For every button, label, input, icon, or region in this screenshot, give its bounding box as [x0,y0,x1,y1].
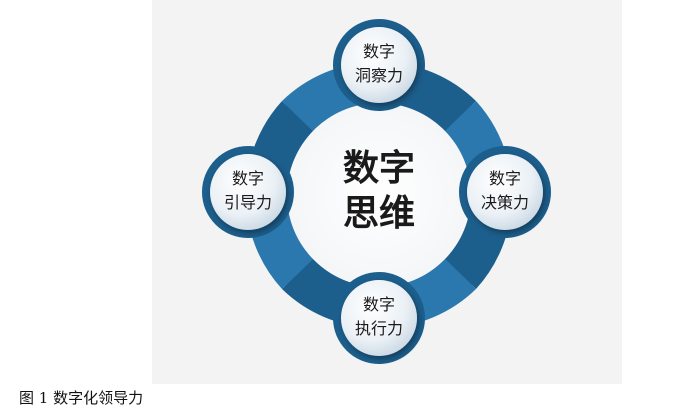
node-right: 数字 决策力 [459,146,551,238]
node-top-line2: 洞察力 [355,66,403,85]
center-label-line1: 数字 [343,148,415,189]
node-right-line1: 数字 [489,169,521,188]
node-right-line2: 决策力 [481,193,529,212]
center-label-line2: 思维 [343,193,415,234]
node-bottom-line2: 执行力 [355,319,403,338]
figure-caption: 图 1 数字化领导力 [19,389,144,407]
center-disc [287,103,471,287]
node-bottom-line1: 数字 [363,295,395,314]
node-top: 数字 洞察力 [333,19,425,111]
node-top-line1: 数字 [363,42,395,61]
node-bottom: 数字 执行力 [333,272,425,364]
digital-leadership-diagram: 数字 思维 数字 洞察力 数字 决策力 数字 执行力 数字 引导力 [202,19,551,364]
node-left: 数字 引导力 [202,146,294,238]
node-left-line2: 引导力 [224,193,272,212]
node-left-line1: 数字 [232,169,264,188]
